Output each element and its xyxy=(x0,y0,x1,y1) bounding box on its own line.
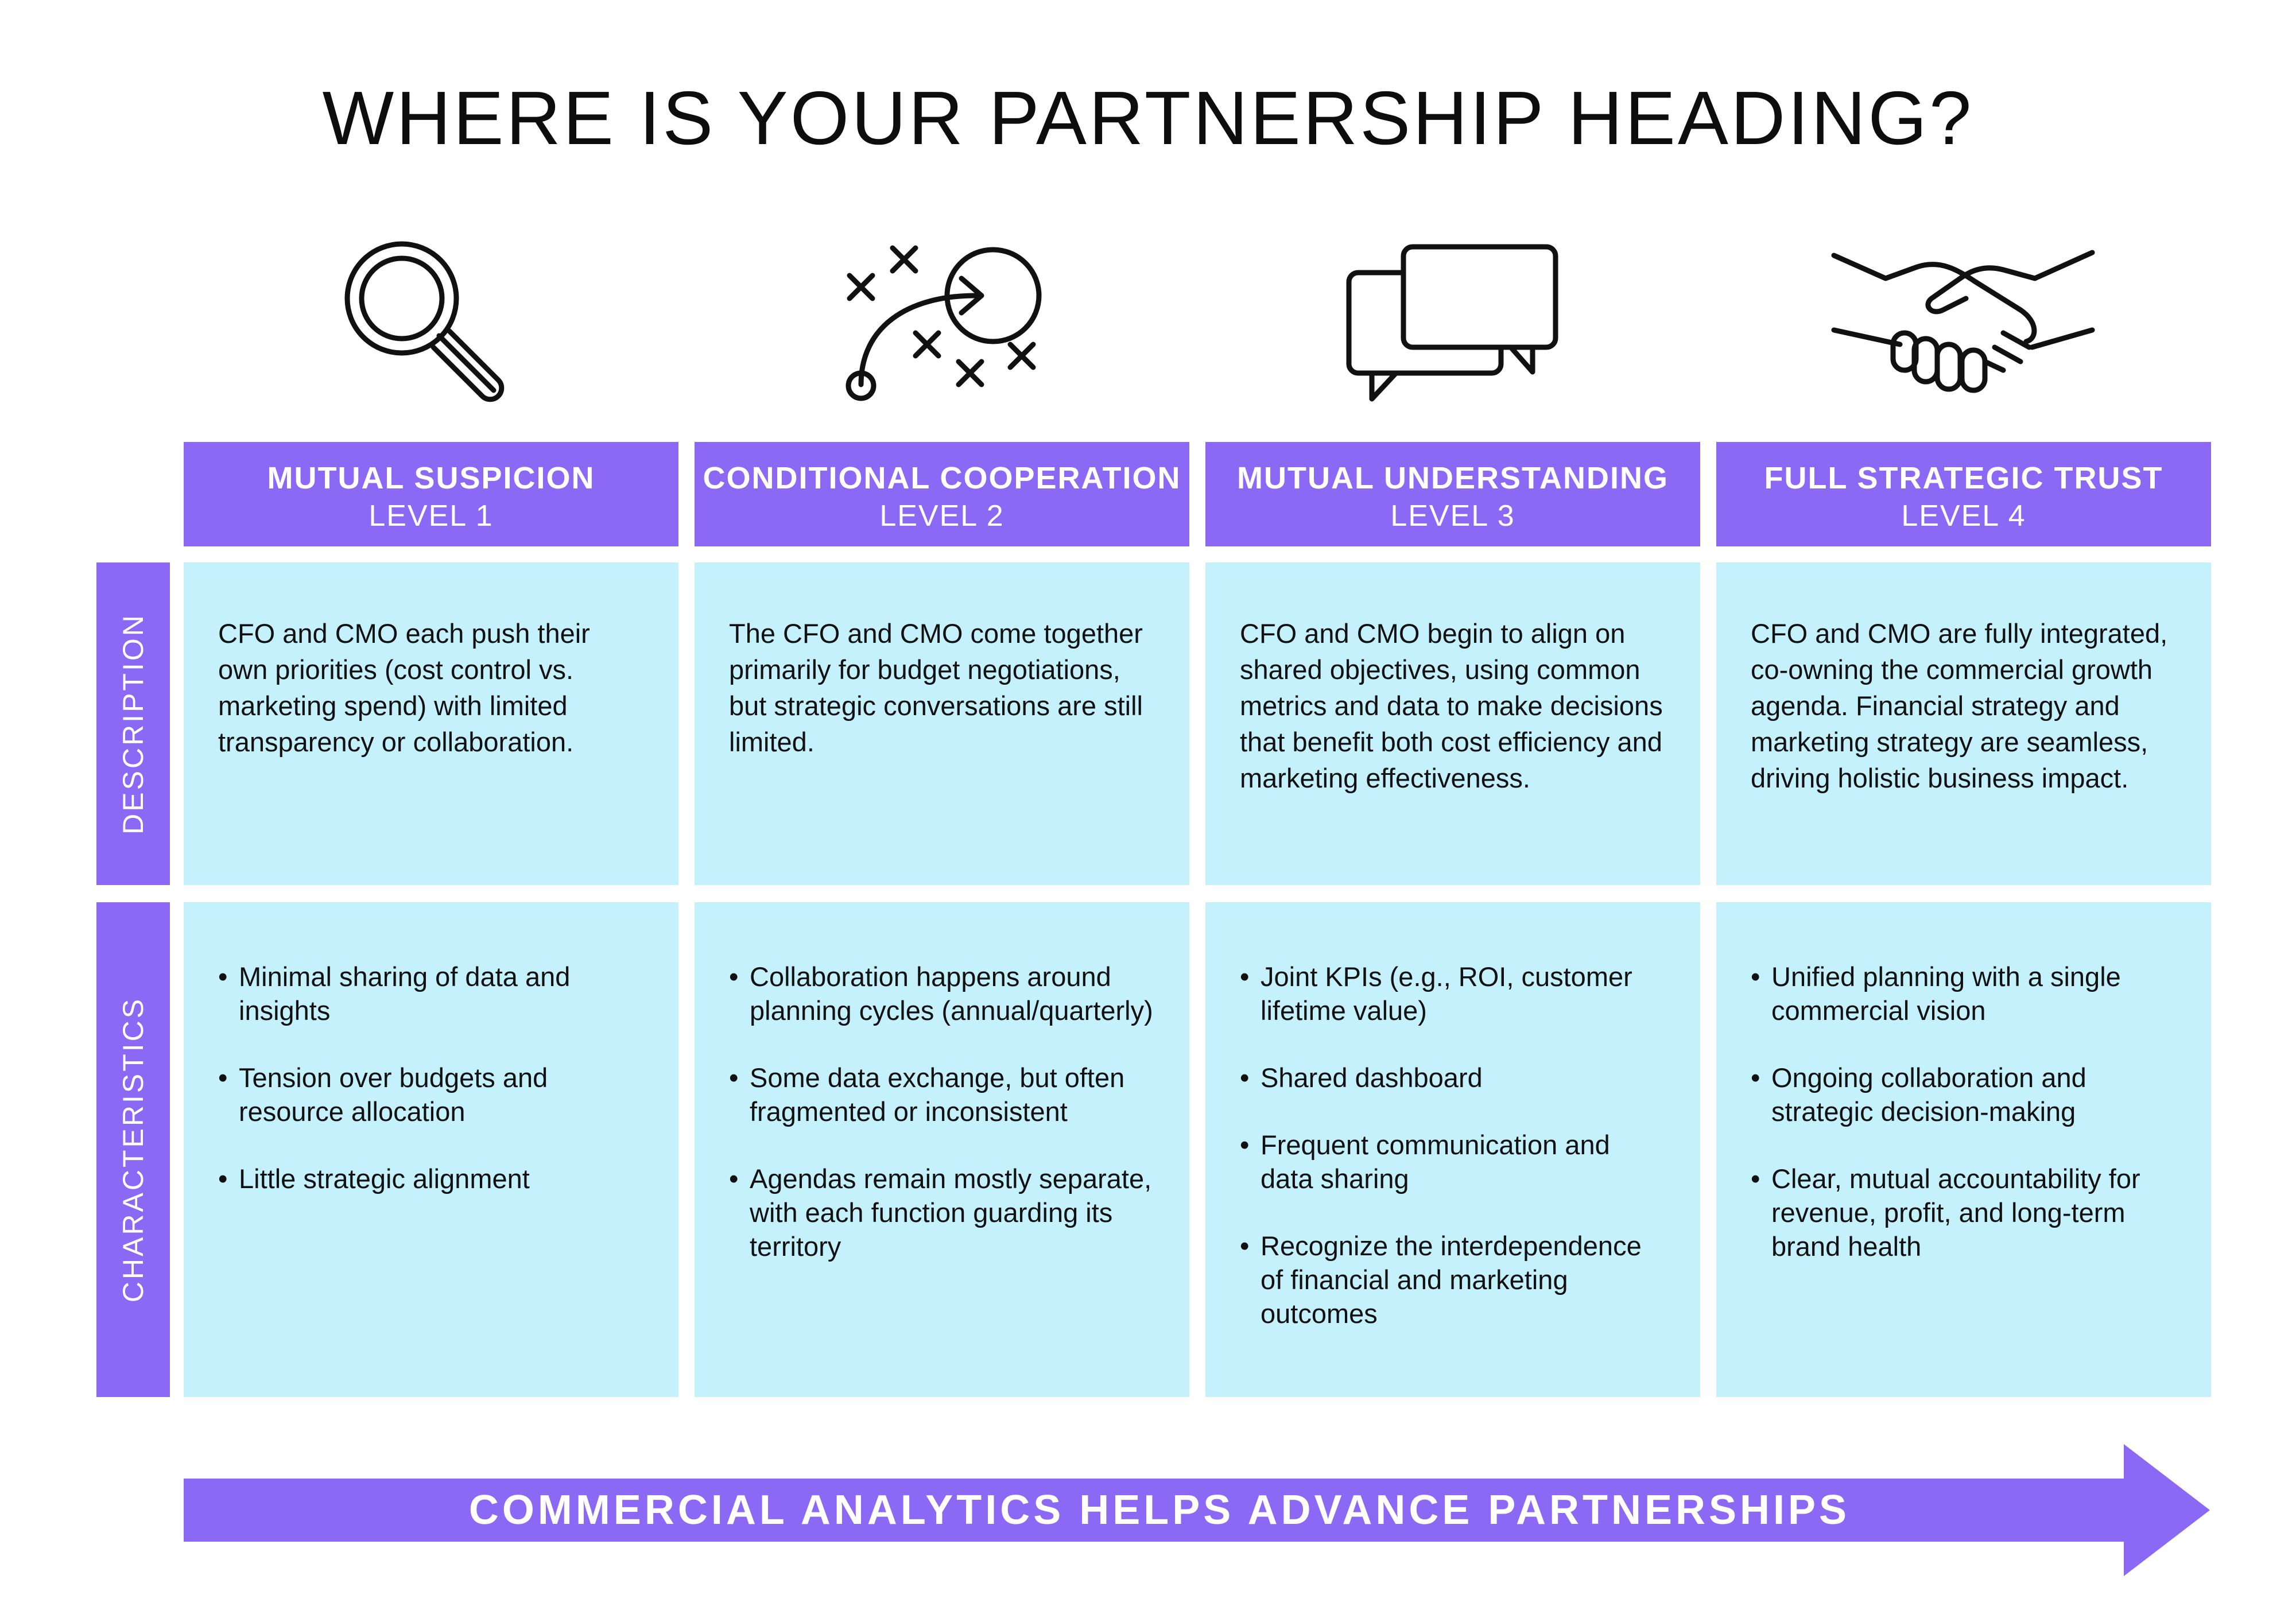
characteristics-cell-3: Joint KPIs (e.g., ROI, customer lifetime… xyxy=(1205,902,1700,1397)
characteristics-cell-2: Collaboration happens around planning cy… xyxy=(695,902,1189,1397)
characteristics-cell-4: Unified planning with a single commercia… xyxy=(1716,902,2211,1397)
page-title: WHERE IS YOUR PARTNERSHIP HEADING? xyxy=(322,76,1974,160)
row-label-characteristics: CHARACTERISTICS xyxy=(96,902,170,1397)
characteristics-cell-1: Minimal sharing of data and insights Ten… xyxy=(184,902,678,1397)
list-item: Frequent communication and data sharing xyxy=(1240,1128,1666,1196)
level-header-2: CONDITIONAL COOPERATION LEVEL 2 xyxy=(695,442,1189,546)
speech-bubbles-icon xyxy=(1343,241,1561,408)
level-header-3: MUTUAL UNDERSTANDING LEVEL 3 xyxy=(1205,442,1700,546)
list-item: Tension over budgets and resource alloca… xyxy=(218,1061,644,1128)
strategy-play-icon xyxy=(838,241,1045,408)
list-item: Recognize the interdependence of financi… xyxy=(1240,1229,1666,1330)
level-header-4: FULL STRATEGIC TRUST LEVEL 4 xyxy=(1716,442,2211,546)
footer-caption: COMMERCIAL ANALYTICS HELPS ADVANCE PARTN… xyxy=(468,1487,1851,1533)
list-item: Joint KPIs (e.g., ROI, customer lifetime… xyxy=(1240,960,1666,1027)
row-label-description: DESCRIPTION xyxy=(96,562,170,885)
list-item: Agendas remain mostly separate, with eac… xyxy=(729,1162,1155,1263)
description-cell-3: CFO and CMO begin to align on shared obj… xyxy=(1205,562,1700,885)
list-item: Unified planning with a single commercia… xyxy=(1751,960,2177,1027)
list-item: Some data exchange, but often fragmented… xyxy=(729,1061,1155,1128)
level-header-1: MUTUAL SUSPICION LEVEL 1 xyxy=(184,442,678,546)
list-item: Shared dashboard xyxy=(1240,1061,1666,1095)
list-item: Ongoing collaboration and strategic deci… xyxy=(1751,1061,2177,1128)
list-item: Little strategic alignment xyxy=(218,1162,644,1196)
progress-arrow: COMMERCIAL ANALYTICS HELPS ADVANCE PARTN… xyxy=(184,1444,2210,1576)
description-cell-4: CFO and CMO are fully integrated, co-own… xyxy=(1716,562,2211,885)
description-cell-2: The CFO and CMO come together primarily … xyxy=(695,562,1189,885)
list-item: Minimal sharing of data and insights xyxy=(218,960,644,1027)
list-item: Collaboration happens around planning cy… xyxy=(729,960,1155,1027)
arrow-right-icon xyxy=(184,1444,2210,1576)
handshake-icon xyxy=(1831,247,2095,396)
list-item: Clear, mutual accountability for revenue… xyxy=(1751,1162,2177,1263)
magnifying-glass-icon xyxy=(339,235,511,408)
description-cell-1: CFO and CMO each push their own prioriti… xyxy=(184,562,678,885)
